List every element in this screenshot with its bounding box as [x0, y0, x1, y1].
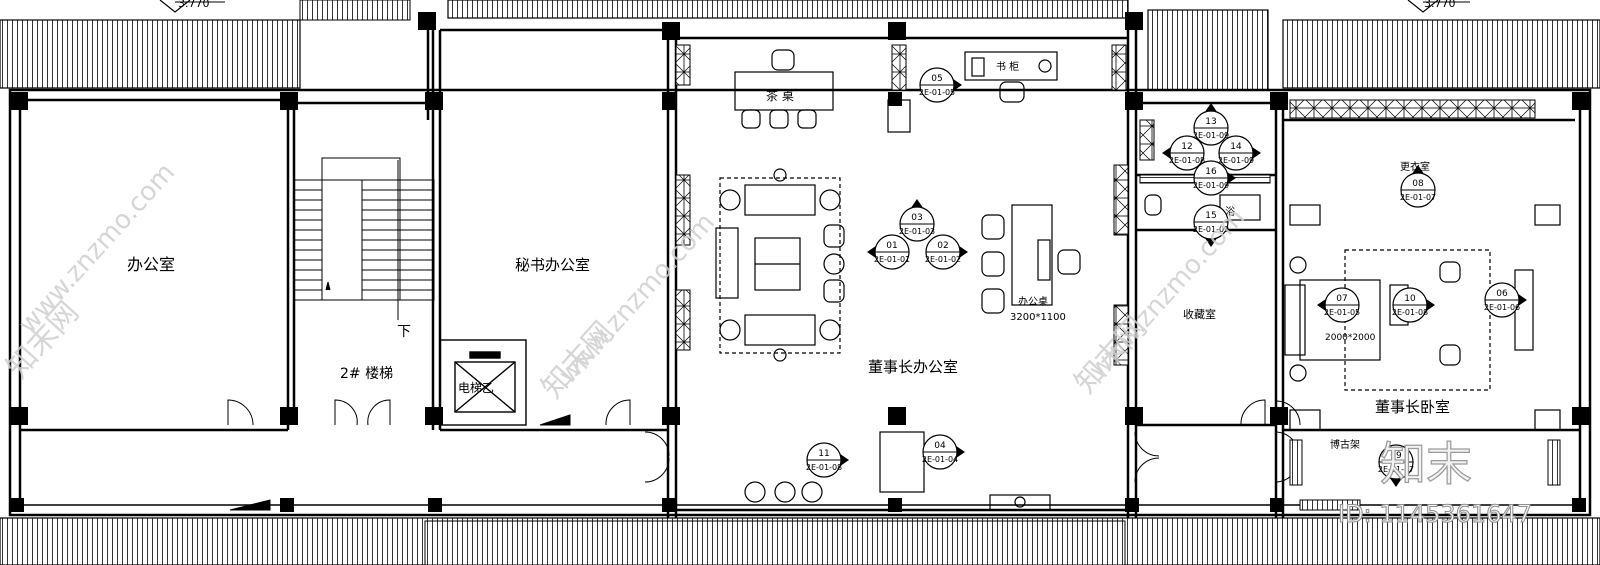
collection-shelves [1289, 439, 1561, 511]
level-label-right: 3.770 [1424, 0, 1456, 10]
room-label-chairman-office: 董事长办公室 [868, 358, 958, 376]
callout-06: 06 2E-01-06 [1484, 282, 1527, 318]
shelf-label: 博古架 [1330, 438, 1360, 451]
callout-09: 09 2E-01-07 [1378, 444, 1414, 487]
callout-12: 12 2E-01-08 [1162, 135, 1205, 171]
callout-02: 02 2E-01-02 [925, 234, 968, 270]
callout-16: 16 2E-01-09 [1193, 160, 1236, 196]
elevator [439, 339, 527, 426]
bed-size-label: 2000*2000 [1325, 333, 1376, 343]
callout-ref: 2E-01-09 [1218, 156, 1254, 165]
callout-number: 03 [911, 213, 922, 223]
drawing-id: ID: 1145361647 [1338, 500, 1532, 528]
callout-ref: 2E-01-01 [874, 255, 910, 264]
tea-table-label: 茶 桌 [766, 88, 794, 103]
callout-number: 07 [1336, 294, 1347, 304]
logo-text: 知末 [1380, 437, 1472, 491]
callout-number: 15 [1205, 211, 1216, 221]
elevator-label: 电梯乙 [458, 381, 494, 395]
callout-number: 13 [1205, 117, 1216, 127]
callout-ref: 2E-01-09 [1193, 225, 1229, 234]
room-label-secretary: 秘书办公室 [515, 256, 590, 274]
bedroom-furniture [1144, 194, 1561, 431]
callout-ref: 2E-01-08 [1169, 156, 1205, 165]
callout-number: 05 [931, 74, 942, 84]
columns [10, 12, 1590, 512]
stair-down-label: 下 [397, 324, 411, 340]
callout-07: 07 2E-01-05 [1317, 287, 1360, 323]
room-label-collection: 收藏室 [1183, 307, 1216, 321]
callout-ref: 2E-01-07 [1400, 193, 1436, 202]
callout-number: 06 [1496, 289, 1508, 299]
callout-ref: 2E-01-08 [1392, 308, 1428, 317]
callout-10: 10 2E-01-08 [1392, 287, 1435, 323]
level-marker-right: 3.770 [1407, 0, 1470, 13]
cabinet-label: 书 柜 [996, 60, 1019, 73]
room-label-office: 办公室 [127, 255, 175, 274]
callout-number: 09 [1390, 451, 1402, 461]
callout-ref: 2E-01-08 [806, 463, 842, 472]
room-label-bedroom: 董事长卧室 [1375, 398, 1450, 416]
callout-number: 16 [1205, 167, 1217, 177]
callout-ref: 2E-01-03 [899, 227, 935, 236]
callout-01: 01 2E-01-01 [867, 234, 910, 270]
callout-ref: 2E-01-09 [1193, 181, 1229, 190]
callout-number: 10 [1404, 294, 1416, 304]
callout-number: 08 [1412, 179, 1424, 189]
level-label-left: 3.770 [178, 0, 210, 10]
callout-ref: 2E-01-04 [922, 455, 958, 464]
callout-04: 04 2E-01-04 [922, 434, 965, 470]
callout-ref: 2E-01-05 [1324, 308, 1360, 317]
callout-15: 15 2E-01-09 [1193, 204, 1229, 247]
callout-ref: 2E-01-07 [1378, 465, 1414, 474]
desk-size-label: 3200*1100 [1010, 312, 1066, 323]
callout-number: 01 [886, 241, 897, 251]
callout-03: 03 2E-01-03 [899, 199, 935, 242]
brand-logo: 知末 ID: 1145361647 [1338, 436, 1533, 528]
callout-ref: 2E-01-05 [919, 88, 955, 97]
callout-ref: 2E-01-06 [1484, 303, 1520, 312]
callout-ref: 2E-01-02 [925, 255, 961, 264]
callout-13: 13 2E-01-09 [1193, 103, 1229, 146]
callout-14: 14 2E-01-09 [1218, 135, 1261, 171]
callout-number: 11 [818, 449, 829, 459]
callout-08: 08 2E-01-07 [1400, 165, 1436, 208]
callout-11: 11 2E-01-08 [806, 442, 849, 478]
doors [227, 399, 1301, 511]
level-marker-left: 3.770 [159, 0, 225, 13]
room-labels: 办公室 秘书办公室 2# 楼梯 下 电梯乙 董事长办公室 茶 桌 办公桌 320… [127, 60, 1450, 451]
desk-label: 办公桌 [1018, 295, 1048, 308]
callout-number: 12 [1181, 142, 1192, 152]
callout-number: 14 [1230, 142, 1242, 152]
sofa-set [715, 168, 845, 362]
callout-number: 04 [934, 441, 946, 451]
room-label-dressing: 更衣室 [1400, 160, 1430, 173]
staircase [293, 157, 435, 320]
room-label-stair: 2# 楼梯 [340, 366, 393, 382]
callout-number: 02 [937, 241, 948, 251]
callout-05: 05 2E-01-05 [919, 67, 962, 103]
callout-ref: 2E-01-09 [1193, 131, 1229, 140]
tea-table [734, 49, 834, 129]
desk-set [744, 51, 1081, 511]
